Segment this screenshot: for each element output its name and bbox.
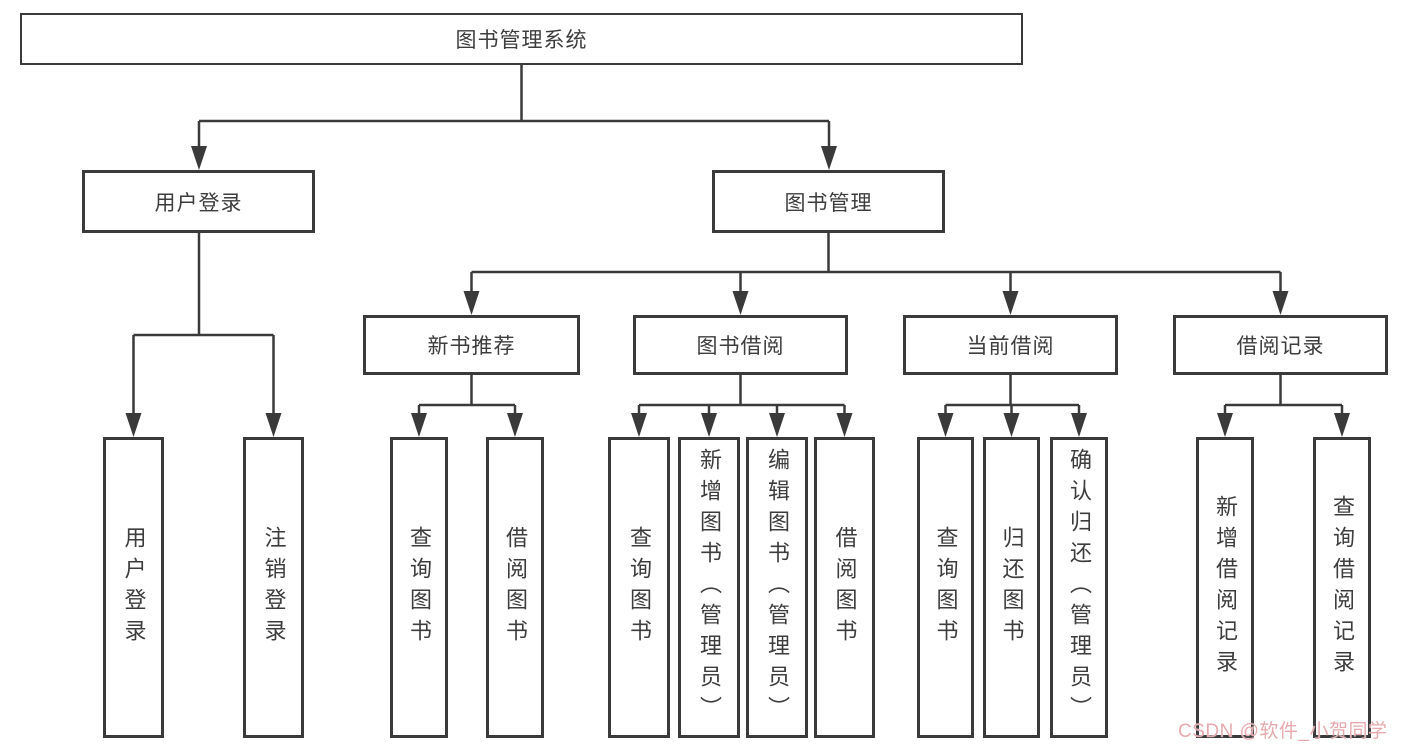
leaf-nbr-borrow-books: 借阅图书 xyxy=(486,437,544,738)
node-current-borrowing-label: 当前借阅 xyxy=(966,335,1055,358)
leaf-bb-add-books-admin: 新增图书（管理员） xyxy=(678,437,740,738)
leaf-bb-query-books: 查询图书 xyxy=(608,437,670,738)
leaf-bb-query-books-label: 查询图书 xyxy=(627,525,652,650)
node-book-borrowing: 图书借阅 xyxy=(633,315,848,375)
node-borrowing-records: 借阅记录 xyxy=(1173,315,1388,375)
leaf-bb-add-books-admin-label: 新增图书（管理员） xyxy=(697,448,722,727)
node-user-login: 用户登录 xyxy=(82,170,315,233)
node-user-login-label: 用户登录 xyxy=(154,191,243,215)
node-new-book-recommendation-label: 新书推荐 xyxy=(427,335,516,358)
leaf-br-add-borrow-record: 新增借阅记录 xyxy=(1196,437,1254,738)
leaf-cb-return-books-label: 归还图书 xyxy=(999,525,1025,650)
leaf-cb-confirm-return-admin: 确认归还（管理员） xyxy=(1050,437,1108,738)
leaf-cb-query-books-label: 查询图书 xyxy=(933,525,959,650)
leaf-logout-label: 注销登录 xyxy=(261,525,287,650)
leaf-br-query-borrow-record: 查询借阅记录 xyxy=(1313,437,1371,738)
node-book-borrowing-label: 图书借阅 xyxy=(696,335,785,358)
leaf-br-add-borrow-record-label: 新增借阅记录 xyxy=(1213,494,1238,681)
leaf-logout: 注销登录 xyxy=(243,437,304,738)
node-book-management: 图书管理 xyxy=(712,170,945,233)
watermark: CSDN @软件_小贺同学 xyxy=(1178,721,1388,742)
leaf-bb-edit-books-admin: 编辑图书（管理员） xyxy=(746,437,808,738)
leaf-cb-query-books: 查询图书 xyxy=(917,437,974,738)
leaf-bb-borrow-books: 借阅图书 xyxy=(814,437,875,738)
leaf-bb-edit-books-admin-label: 编辑图书（管理员） xyxy=(765,448,790,727)
leaf-cb-return-books: 归还图书 xyxy=(983,437,1040,738)
leaf-cb-confirm-return-admin-label: 确认归还（管理员） xyxy=(1067,448,1092,727)
leaf-bb-borrow-books-label: 借阅图书 xyxy=(832,525,858,650)
leaf-br-query-borrow-record-label: 查询借阅记录 xyxy=(1330,494,1355,681)
node-new-book-recommendation: 新书推荐 xyxy=(363,315,580,375)
node-current-borrowing: 当前借阅 xyxy=(903,315,1118,375)
leaf-user-login: 用户登录 xyxy=(103,437,164,738)
leaf-nbr-borrow-books-label: 借阅图书 xyxy=(503,525,528,650)
leaf-nbr-query-books-label: 查询图书 xyxy=(407,525,432,650)
node-borrowing-records-label: 借阅记录 xyxy=(1236,335,1325,358)
node-book-management-label: 图书管理 xyxy=(784,191,873,215)
node-root: 图书管理系统 xyxy=(20,13,1023,65)
leaf-user-login-label: 用户登录 xyxy=(121,525,147,650)
leaf-nbr-query-books: 查询图书 xyxy=(390,437,448,738)
node-root-label: 图书管理系统 xyxy=(455,29,588,52)
